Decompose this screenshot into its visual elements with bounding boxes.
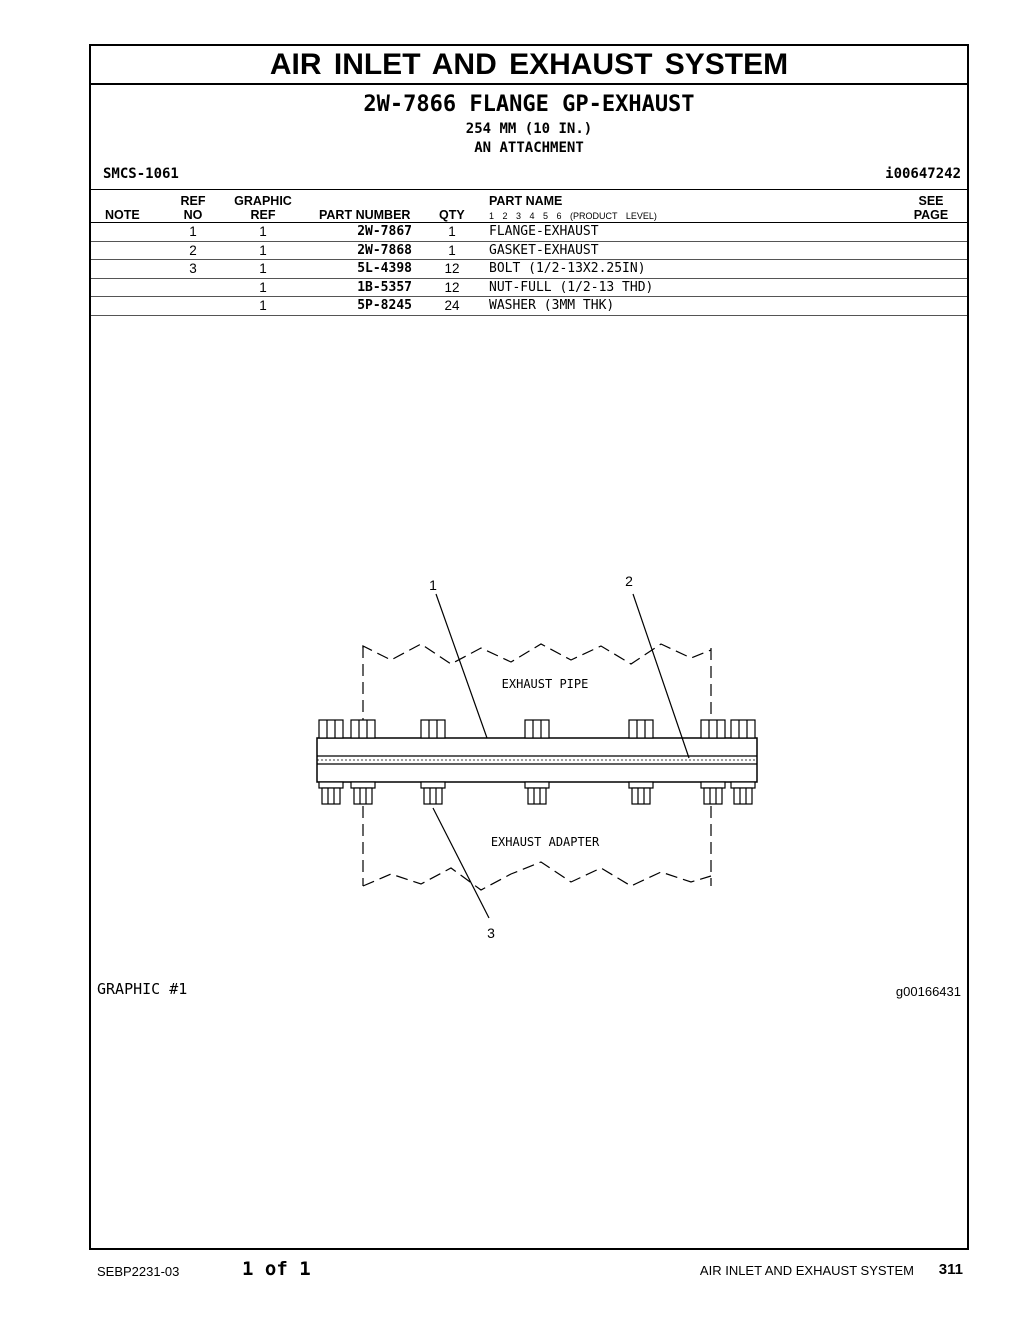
cell-ref-no: 1 bbox=[189, 224, 197, 239]
group-attachment: AN ATTACHMENT bbox=[474, 140, 584, 156]
table-row: 1 1B-5357 12 NUT-FULL (1/2-13 THD) bbox=[91, 279, 967, 298]
cell-qty: 12 bbox=[444, 261, 460, 277]
cell-graphic-ref: 1 bbox=[259, 224, 267, 239]
label-exhaust-pipe: EXHAUST PIPE bbox=[502, 677, 589, 691]
table-row: 3 1 5L-4398 12 BOLT (1/2-13X2.25IN) bbox=[91, 260, 967, 279]
graphic-id: g00166431 bbox=[895, 984, 961, 999]
callout-leader-3 bbox=[432, 807, 490, 919]
cell-part-name: NUT-FULL (1/2-13 THD) bbox=[489, 279, 654, 295]
cell-graphic-ref: 1 bbox=[259, 261, 267, 277]
callout-leader-1 bbox=[435, 593, 488, 739]
callout-1: 1 bbox=[429, 577, 437, 593]
section-title: AIR INLET AND EXHAUST SYSTEM bbox=[91, 46, 967, 85]
cell-part-number: 5L-4398 bbox=[357, 261, 412, 277]
cell-qty: 24 bbox=[444, 298, 460, 314]
cell-qty: 12 bbox=[444, 279, 460, 295]
table-row: 2 1 2W-7868 1 GASKET-EXHAUST bbox=[91, 242, 967, 261]
cell-ref-no: 2 bbox=[189, 242, 197, 258]
cell-graphic-ref: 1 bbox=[259, 279, 267, 295]
nuts-bottom bbox=[318, 781, 756, 805]
cell-part-number: 1B-5357 bbox=[357, 279, 412, 295]
callout-3: 3 bbox=[487, 925, 495, 941]
flange-drawing: 1 2 3 EXHAUST PIPE EXHAUST ADAPTER bbox=[316, 573, 758, 941]
adapter-break-line bbox=[362, 861, 712, 891]
callout-2: 2 bbox=[625, 573, 633, 589]
header-qty: QTY bbox=[439, 208, 465, 222]
header-part-name: PART NAME bbox=[489, 194, 563, 208]
table-row: 1 5P-8245 24 WASHER (3MM THK) bbox=[91, 297, 967, 316]
callout-leader-2 bbox=[632, 593, 690, 759]
group-size: 254 MM (10 IN.) bbox=[465, 121, 593, 137]
cell-part-name: FLANGE-EXHAUST bbox=[489, 224, 599, 239]
cell-part-name: GASKET-EXHAUST bbox=[489, 242, 599, 258]
bolt-heads-top bbox=[318, 719, 756, 739]
cell-graphic-ref: 1 bbox=[259, 242, 267, 258]
cell-part-number: 5P-8245 bbox=[357, 298, 412, 314]
cell-part-name: WASHER (3MM THK) bbox=[489, 298, 615, 314]
cell-qty: 1 bbox=[448, 224, 456, 239]
table-row: 1 1 2W-7867 1 FLANGE-EXHAUST bbox=[91, 223, 967, 242]
doc-number: SEBP2231-03 bbox=[97, 1264, 180, 1279]
graphic-label: GRAPHIC #1 bbox=[97, 980, 188, 998]
page-of: 1 of 1 bbox=[242, 1258, 311, 1280]
cell-ref-no: 3 bbox=[189, 261, 197, 277]
page-frame: AIR INLET AND EXHAUST SYSTEM 2W-7866 FLA… bbox=[89, 44, 969, 1250]
pipe-break-line bbox=[362, 643, 712, 665]
illustration-id: i00647242 bbox=[885, 166, 961, 182]
smcs-code: SMCS-1061 bbox=[103, 166, 179, 182]
group-title: 2W-7866 FLANGE GP-EXHAUST bbox=[363, 92, 695, 117]
cell-part-number: 2W-7867 bbox=[357, 224, 412, 239]
footer-section: AIR INLET AND EXHAUST SYSTEM bbox=[699, 1263, 914, 1278]
cell-qty: 1 bbox=[448, 242, 456, 258]
header-product-level: 1 2 3 4 5 6 (PRODUCT LEVEL) bbox=[489, 211, 657, 221]
header-note: NOTE bbox=[105, 208, 140, 222]
cell-part-name: BOLT (1/2-13X2.25IN) bbox=[489, 261, 646, 277]
header-part-number: PART NUMBER bbox=[319, 208, 411, 222]
cell-part-number: 2W-7868 bbox=[357, 242, 412, 258]
page-number: 311 bbox=[938, 1261, 963, 1278]
label-exhaust-adapter: EXHAUST ADAPTER bbox=[491, 835, 600, 849]
cell-graphic-ref: 1 bbox=[259, 298, 267, 314]
